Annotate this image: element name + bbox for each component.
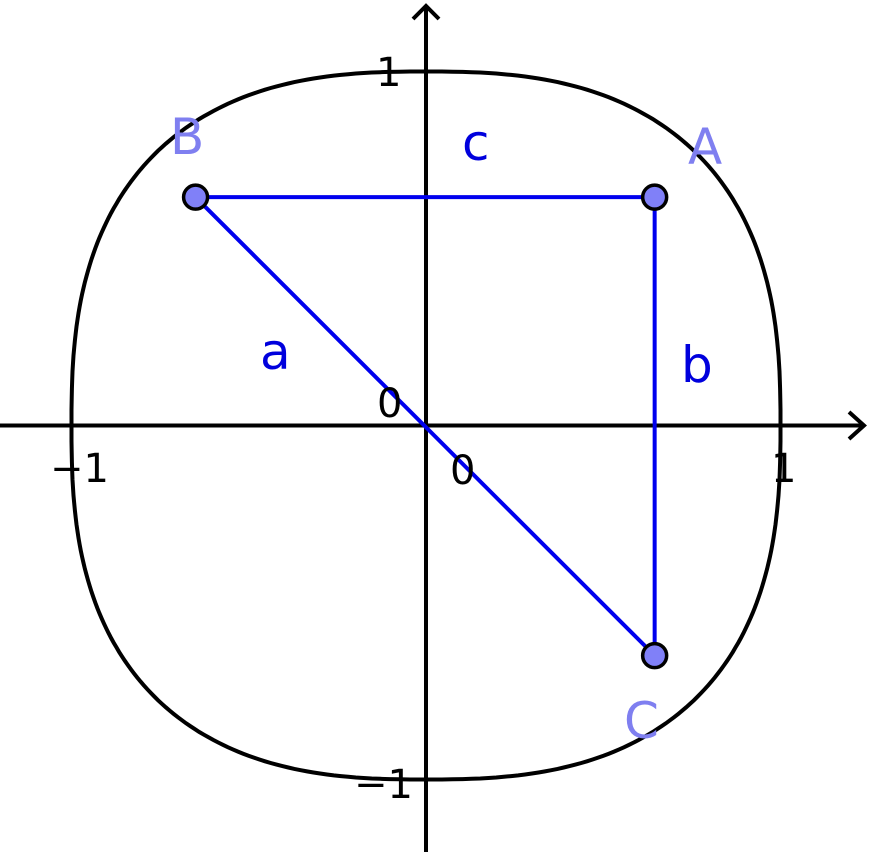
y-tick-one: 1 — [376, 50, 401, 96]
points — [181, 183, 669, 670]
point-label-c: C — [624, 692, 659, 750]
x-axis-arrow-icon — [847, 410, 867, 441]
y-tick-neg-one: −1 — [354, 762, 413, 808]
axes — [0, 3, 867, 852]
segment-label-a: a — [260, 323, 291, 381]
point-label-b: B — [170, 108, 204, 166]
segment-label-b: b — [681, 336, 713, 394]
y-axis-arrow-icon — [411, 3, 441, 21]
x-tick-one: 1 — [771, 446, 796, 492]
segment-label-c: c — [462, 114, 490, 172]
point-b[interactable] — [181, 183, 210, 211]
segment-a — [194, 195, 657, 658]
triangle-segments — [194, 195, 657, 658]
y-tick-zero: 0 — [377, 381, 402, 427]
x-tick-neg-one: −1 — [50, 446, 109, 492]
point-c[interactable] — [640, 641, 669, 670]
point-label-a: A — [688, 118, 722, 176]
x-tick-zero: 0 — [450, 448, 475, 494]
point-a[interactable] — [640, 183, 669, 211]
